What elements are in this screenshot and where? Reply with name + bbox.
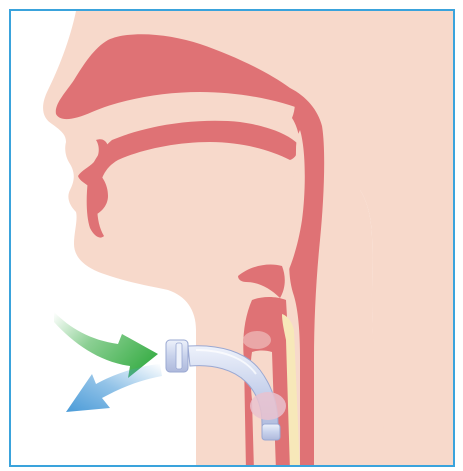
frame-border bbox=[9, 9, 455, 467]
